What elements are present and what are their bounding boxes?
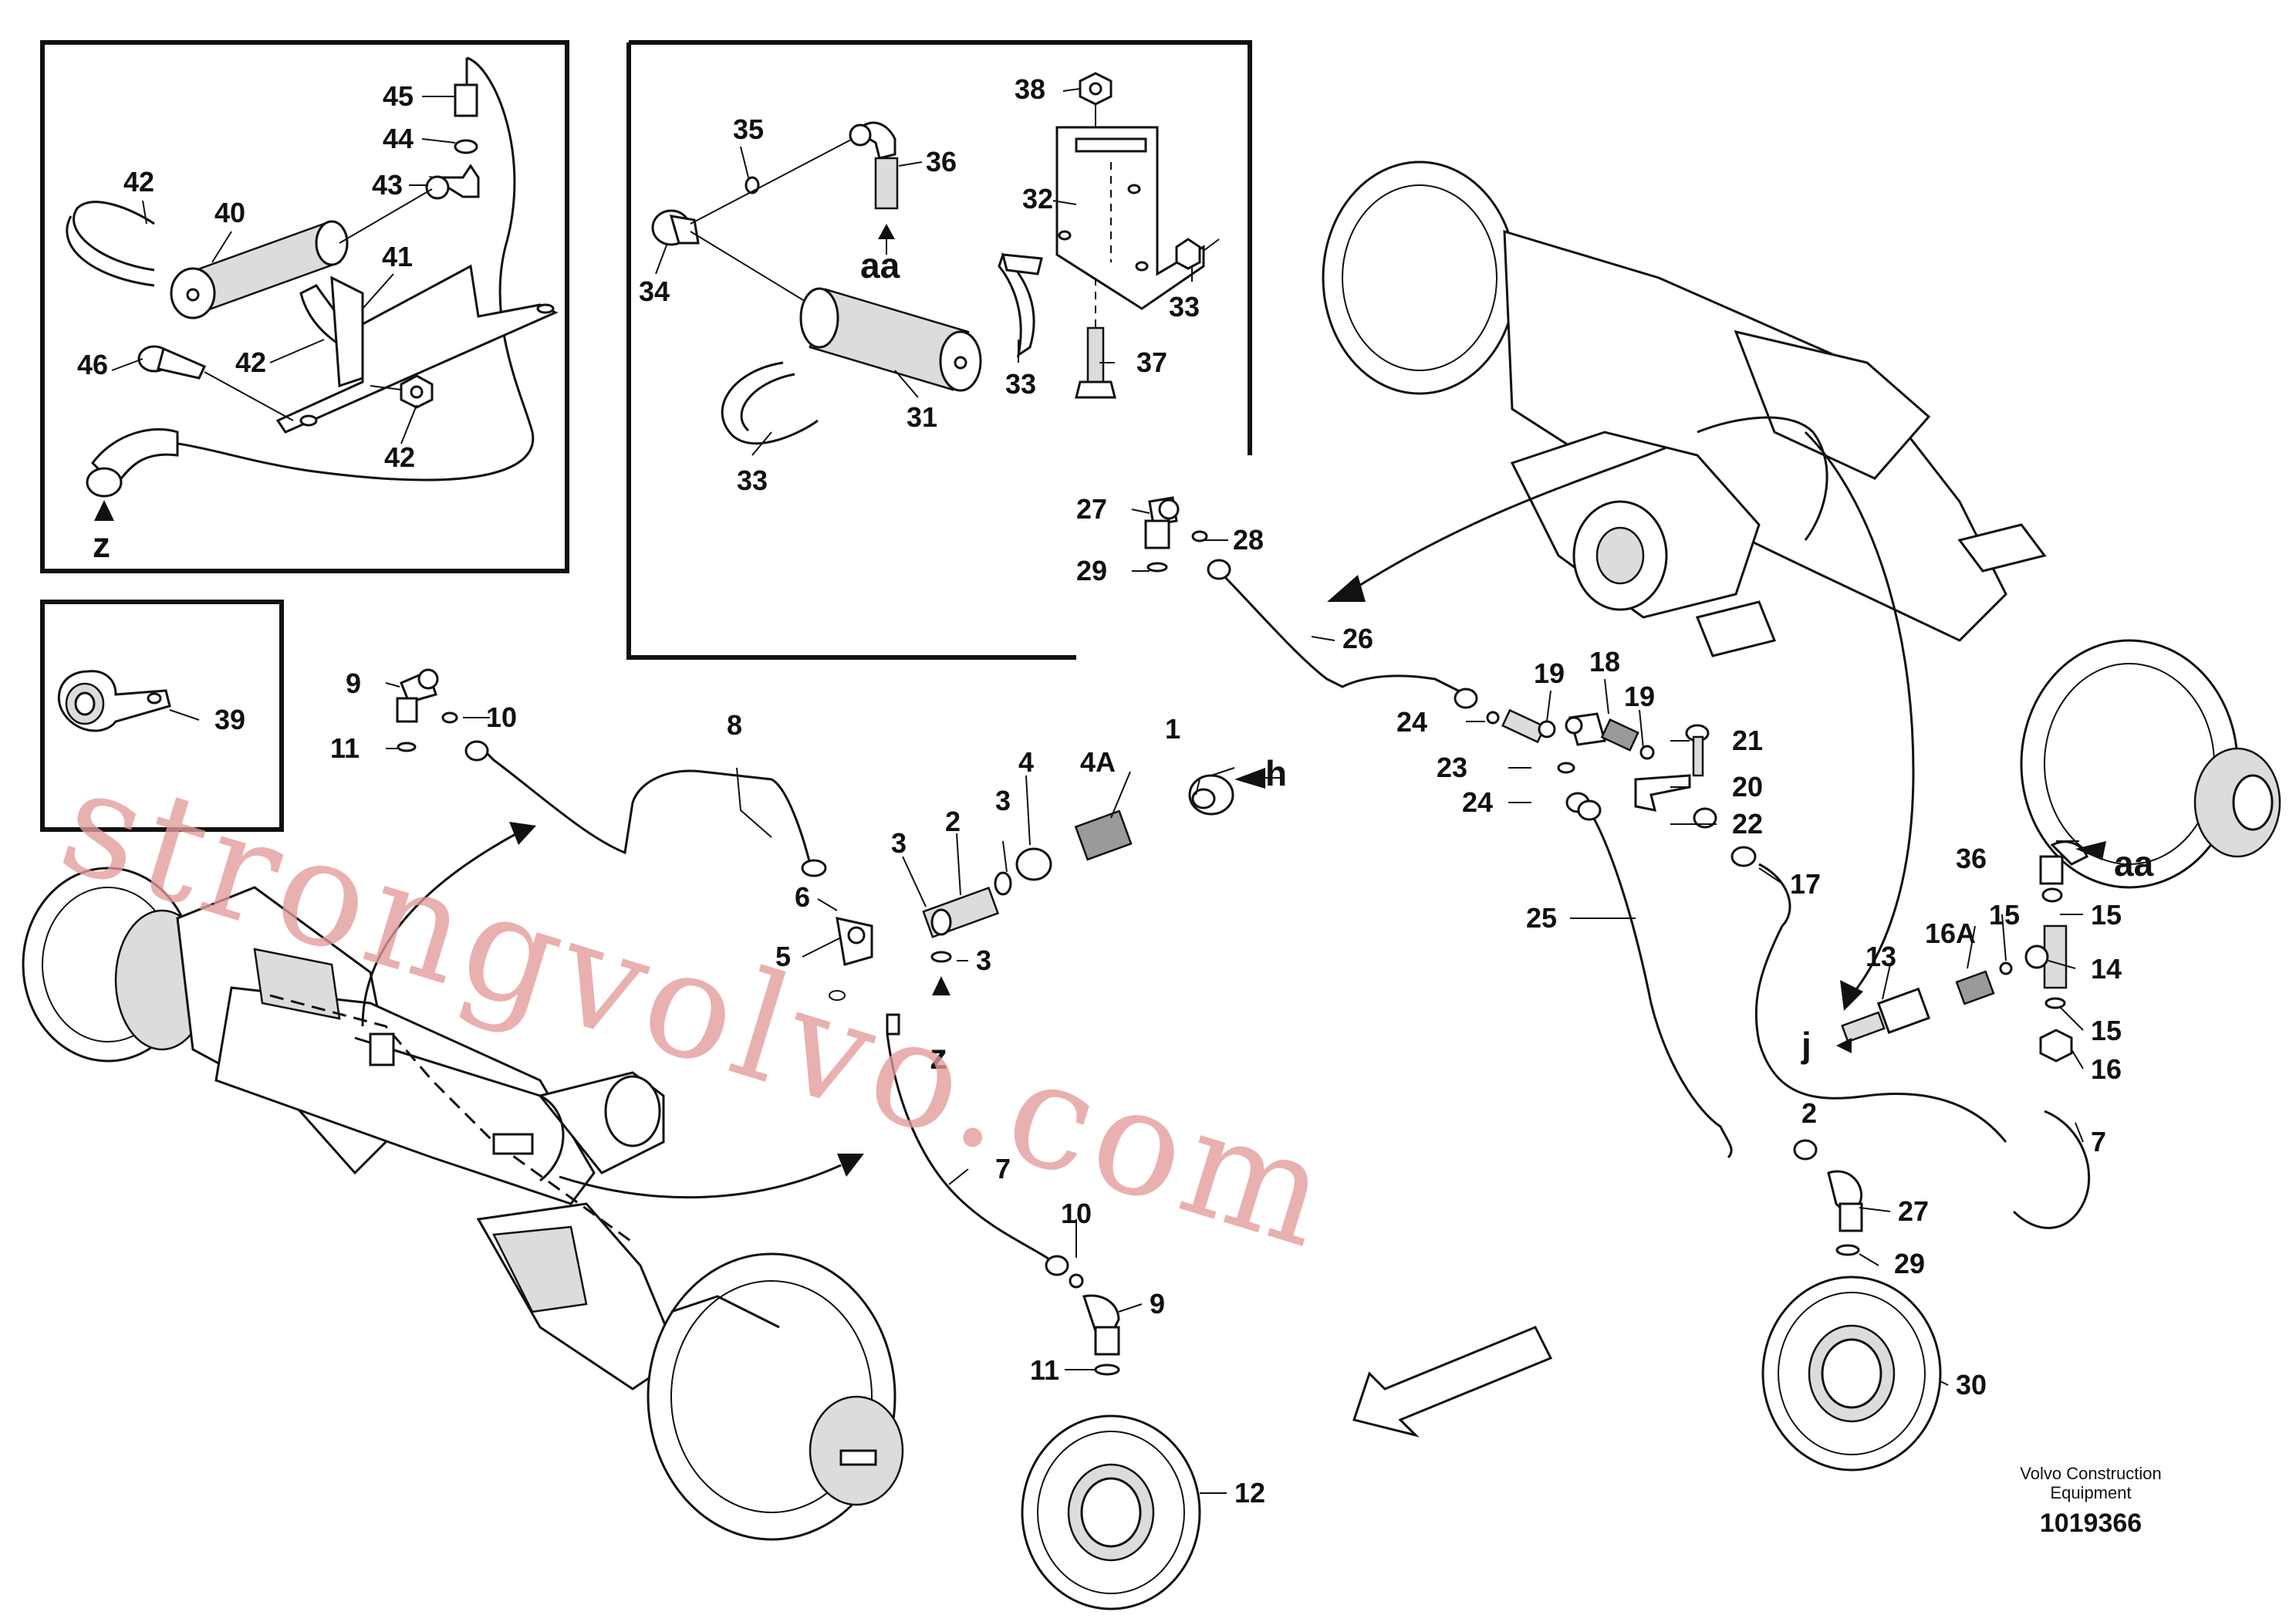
leader-lines <box>111 88 2084 1494</box>
callout-4A: 4A <box>1080 746 1116 778</box>
callout-43: 43 <box>372 169 403 201</box>
callout-30: 30 <box>1956 1369 1987 1401</box>
callout-33c: 33 <box>1169 291 1200 323</box>
callout-29b: 29 <box>1894 1248 1925 1279</box>
callout-39: 39 <box>214 704 245 735</box>
callout-20: 20 <box>1732 771 1763 803</box>
callout-12: 12 <box>1234 1477 1265 1509</box>
callout-16: 16 <box>2091 1053 2122 1085</box>
callout-33a: 33 <box>1005 368 1036 400</box>
left-axle-assembly <box>22 822 904 1541</box>
callout-44: 44 <box>383 123 414 154</box>
callout-15c: 15 <box>2091 1015 2122 1046</box>
callout-2: 2 <box>945 806 961 837</box>
callout-33b: 33 <box>737 465 768 496</box>
callout-labels: 45 44 43 42 40 41 42 46 42 z 35 36 aa 38… <box>77 73 2154 1509</box>
callout-h: h <box>1265 753 1287 793</box>
callout-32: 32 <box>1022 183 1053 215</box>
callout-23: 23 <box>1437 752 1467 783</box>
callout-3a: 3 <box>995 785 1011 816</box>
callout-19a: 19 <box>1534 657 1565 689</box>
callout-13: 13 <box>1866 941 1896 972</box>
callout-17: 17 <box>1790 868 1821 900</box>
inset-clip-parts <box>57 670 171 732</box>
callout-22: 22 <box>1732 808 1763 840</box>
callout-24a: 24 <box>1396 706 1427 738</box>
callout-38: 38 <box>1015 73 1045 105</box>
callout-7b: 7 <box>2091 1126 2106 1157</box>
callout-28: 28 <box>1233 524 1264 556</box>
callout-4: 4 <box>1018 746 1034 778</box>
callout-15b: 15 <box>1989 899 2020 931</box>
center-pipe-assembly <box>396 668 1281 1376</box>
callout-24b: 24 <box>1462 786 1493 818</box>
callout-6: 6 <box>795 881 810 913</box>
callout-15a: 15 <box>2091 899 2122 931</box>
callout-45: 45 <box>383 80 414 112</box>
callout-36a: 36 <box>926 146 957 177</box>
callout-18: 18 <box>1589 646 1620 678</box>
callout-41: 41 <box>382 241 413 272</box>
callout-aa2: aa <box>2114 843 2154 884</box>
footer-caption-line1: Volvo Construction <box>2020 1464 2161 1483</box>
inset-left-parts <box>66 56 559 521</box>
footer-caption-line2: Equipment <box>2050 1483 2131 1502</box>
callout-42a: 42 <box>123 166 154 198</box>
callout-46: 46 <box>77 349 108 380</box>
callout-37: 37 <box>1136 346 1167 378</box>
callout-z1: z <box>93 525 110 565</box>
callout-z2: z <box>930 1036 947 1076</box>
callout-19b: 19 <box>1624 681 1655 712</box>
callout-42b: 42 <box>235 346 266 378</box>
right-axle-assembly <box>1322 161 2281 1011</box>
callout-3c: 3 <box>976 944 991 976</box>
callout-aa1: aa <box>860 245 900 286</box>
callout-7: 7 <box>995 1153 1011 1184</box>
callout-1: 1 <box>1165 713 1180 745</box>
callout-3b: 3 <box>891 827 907 859</box>
callout-42c: 42 <box>384 441 415 473</box>
callout-2x: 2 <box>1801 1097 1817 1129</box>
document-number: 1019366 <box>2040 1509 2142 1538</box>
callout-9a: 9 <box>346 667 361 699</box>
travel-direction-arrow <box>1352 1326 1553 1438</box>
callout-34: 34 <box>639 275 670 307</box>
inset-middle-parts <box>651 72 1220 445</box>
brake-disc-30 <box>1761 1276 1942 1472</box>
callout-8: 8 <box>727 709 742 741</box>
callout-40: 40 <box>214 197 245 228</box>
callout-9b: 9 <box>1150 1288 1165 1320</box>
callout-26: 26 <box>1342 623 1373 654</box>
callout-5: 5 <box>775 941 791 972</box>
callout-10a: 10 <box>486 701 517 733</box>
callout-36b: 36 <box>1956 843 1987 874</box>
callout-10b: 10 <box>1061 1198 1092 1229</box>
callout-16A: 16A <box>1925 917 1976 949</box>
inset-frame-middle <box>626 40 1252 660</box>
callout-27b: 27 <box>1898 1195 1929 1227</box>
callout-14: 14 <box>2091 953 2122 985</box>
callout-11a: 11 <box>330 732 360 764</box>
callout-29a: 29 <box>1076 555 1107 586</box>
inset-frame-clip <box>40 600 284 832</box>
callout-j: j <box>1801 1025 1811 1065</box>
right-pipe-assembly <box>1144 496 2106 1256</box>
callout-11b: 11 <box>1030 1354 1059 1386</box>
callout-27a: 27 <box>1076 493 1107 525</box>
inset-frame-left <box>40 40 569 573</box>
callout-35: 35 <box>733 113 764 145</box>
brake-disc-12 <box>1021 1414 1201 1610</box>
callout-21: 21 <box>1732 725 1763 756</box>
callout-25: 25 <box>1526 902 1557 934</box>
callout-31: 31 <box>907 401 937 433</box>
